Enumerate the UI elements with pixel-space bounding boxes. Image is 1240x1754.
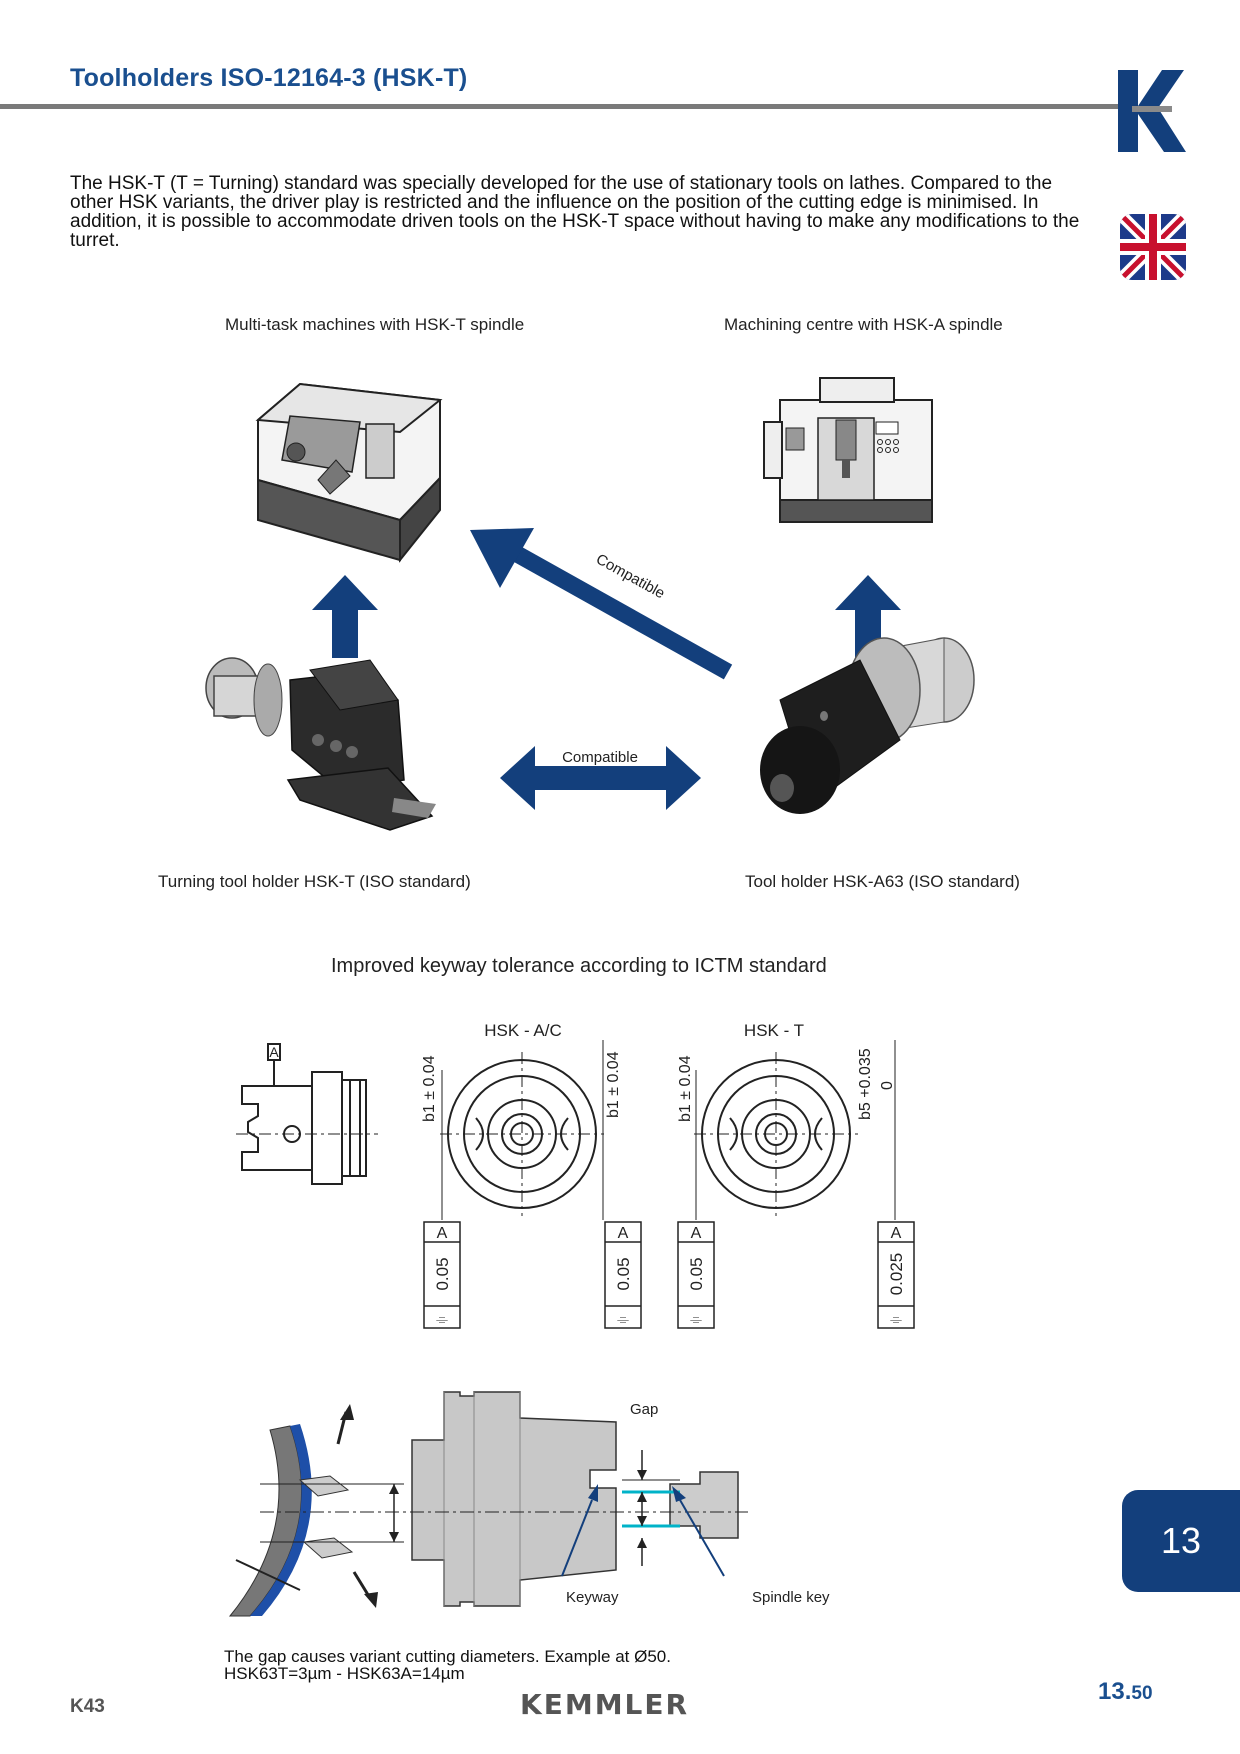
gap-label: Gap bbox=[630, 1401, 658, 1418]
symmetry-symbol-icon: ⌯ bbox=[617, 1311, 629, 1328]
fcf-tol-4: 0.025 bbox=[887, 1253, 906, 1296]
symmetry-symbol-icon: ⌯ bbox=[890, 1311, 902, 1328]
caption-tool-holder-hsk-a63: Tool holder HSK-A63 (ISO standard) bbox=[745, 872, 1020, 891]
caption-turning-tool-holder: Turning tool holder HSK-T (ISO standard) bbox=[158, 872, 471, 891]
gap-note: The gap causes variant cutting diameters… bbox=[224, 1648, 671, 1682]
brand-wordmark: KEMMLER bbox=[520, 1688, 690, 1721]
machining-centre-illustration bbox=[763, 377, 933, 523]
chapter-tab[interactable]: 13 bbox=[1122, 1490, 1240, 1592]
catalog-code: K43 bbox=[70, 1696, 105, 1717]
double-arrow-icon bbox=[500, 746, 701, 810]
symmetry-symbol-icon: ⌯ bbox=[436, 1311, 448, 1328]
page-number: 13.50 bbox=[1098, 1678, 1153, 1706]
dim-b1-t-left: b1 ± 0.04 bbox=[677, 1055, 694, 1122]
intro-paragraph: The HSK-T (T = Turning) standard was spe… bbox=[70, 173, 1080, 251]
hsk-ac-label: HSK - A/C bbox=[484, 1021, 561, 1040]
fcf-tol-2: 0.05 bbox=[614, 1257, 633, 1290]
hsk-ac-front-view bbox=[440, 1040, 604, 1220]
kemmler-logo-icon bbox=[1118, 70, 1186, 152]
keyway-tolerance-drawing: A HSK - A/C b1 ± 0.04 b1 ± 0.04 bbox=[236, 1021, 915, 1329]
fcf-datum-4: A bbox=[891, 1225, 902, 1242]
fcf-datum-3: A bbox=[691, 1225, 702, 1242]
horizontal-compatible-label: Compatible bbox=[562, 749, 638, 766]
hsk-t-front-view bbox=[694, 1040, 896, 1220]
fcf-tol-3: 0.05 bbox=[687, 1257, 706, 1290]
page-title: Toolholders ISO-12164-3 (HSK-T) bbox=[70, 64, 468, 92]
fcf-tol-1: 0.05 bbox=[433, 1257, 452, 1290]
keyway-heading: Improved keyway tolerance according to I… bbox=[331, 955, 827, 977]
compatibility-diagram: Compatible Compatible bbox=[205, 377, 975, 831]
gap-note-line-2: HSK63T=3µm - HSK63A=14µm bbox=[224, 1664, 465, 1683]
datum-a-label: A bbox=[269, 1044, 279, 1060]
diagonal-compatible-arrow-icon bbox=[470, 528, 733, 680]
gap-illustration: Gap Keyway Spindle key bbox=[228, 1391, 830, 1617]
hsk-t-label: HSK - T bbox=[744, 1021, 804, 1040]
turning-tool-holder-illustration bbox=[205, 657, 436, 831]
caption-machining-centre: Machining centre with HSK-A spindle bbox=[724, 315, 1003, 334]
fcf-datum-1: A bbox=[437, 1225, 448, 1242]
lathe-machine-illustration bbox=[255, 382, 443, 563]
symmetry-symbol-icon: ⌯ bbox=[690, 1311, 702, 1328]
gap-note-line-1: The gap causes variant cutting diameters… bbox=[224, 1647, 671, 1666]
dim-b1-ac-right: b1 ± 0.04 bbox=[605, 1051, 622, 1118]
dim-b5-t-zero: 0 bbox=[879, 1081, 896, 1090]
caption-multi-task-machine: Multi-task machines with HSK-T spindle bbox=[225, 315, 525, 334]
uk-flag-icon[interactable] bbox=[1120, 214, 1186, 280]
fcf-datum-2: A bbox=[618, 1225, 629, 1242]
header-rule bbox=[0, 104, 1118, 109]
dim-b5-t-right: b5 +0.035 bbox=[857, 1048, 874, 1120]
dim-b1-ac-left: b1 ± 0.04 bbox=[421, 1055, 438, 1122]
up-arrow-icon bbox=[312, 575, 378, 658]
up-arrow-icon bbox=[835, 575, 901, 658]
page-number-main: 13. bbox=[1098, 1678, 1132, 1705]
hsk-a63-tool-holder-illustration bbox=[760, 637, 975, 814]
spindle-key-label: Spindle key bbox=[752, 1589, 830, 1606]
hsk-side-view: A bbox=[236, 1043, 378, 1185]
page-number-sub: 50 bbox=[1131, 1683, 1153, 1704]
keyway-label: Keyway bbox=[566, 1589, 619, 1606]
